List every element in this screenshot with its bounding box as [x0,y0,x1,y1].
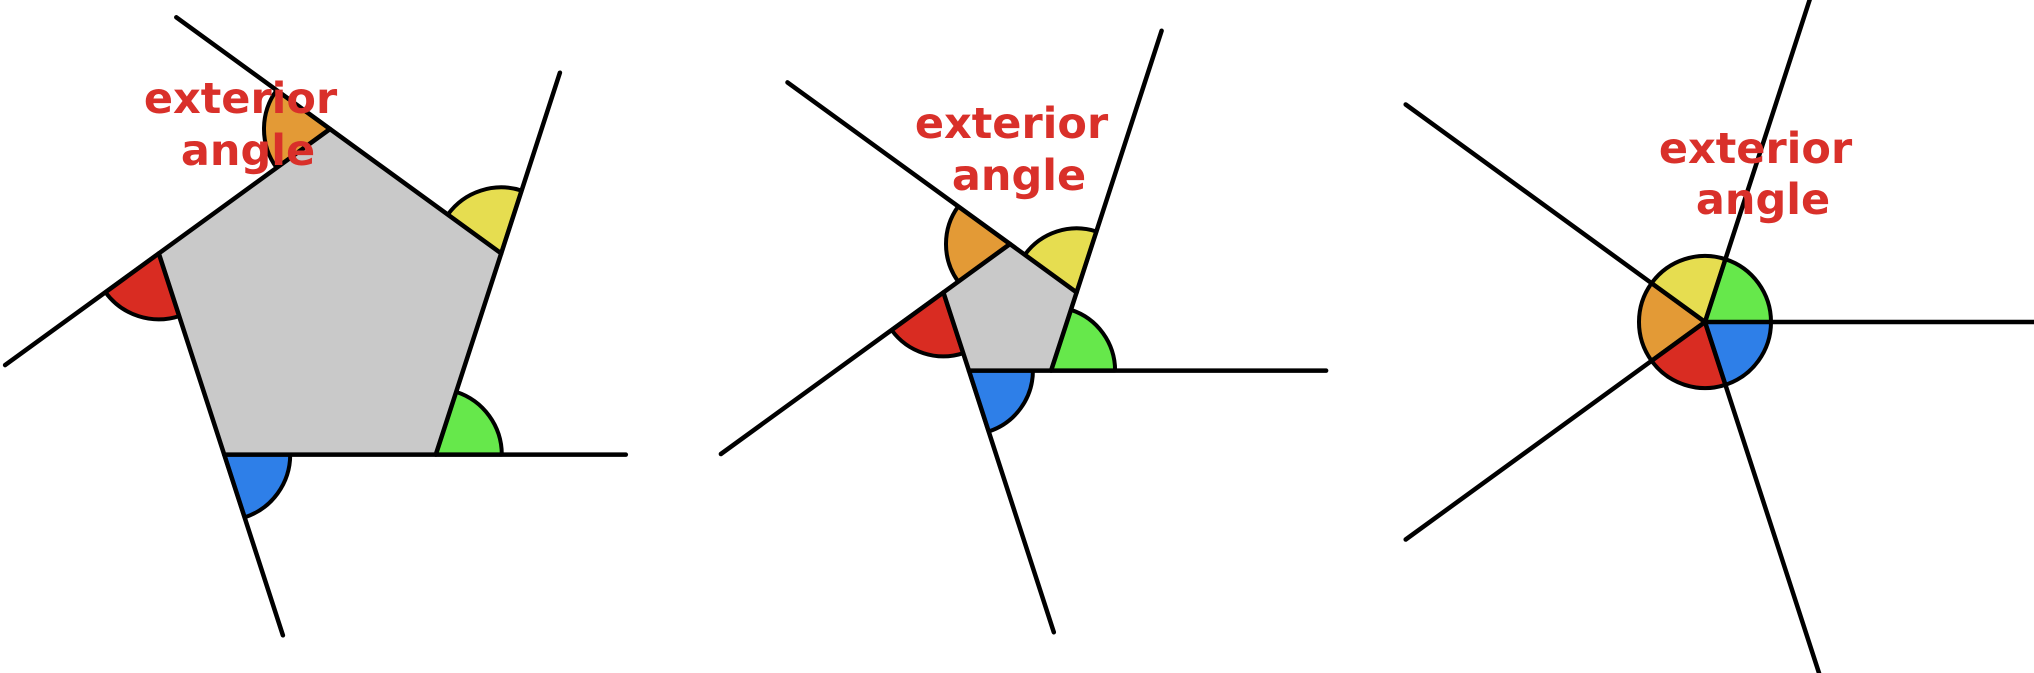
side-extension-line-1 [785,80,1013,247]
angle-construction [718,28,1329,635]
side-extension-line-3 [1702,319,1822,673]
exterior-angle-wedge-2 [1649,320,1728,391]
exterior-angle-wedge-2 [889,290,966,359]
side-extension-line-1 [174,15,333,132]
side-extension-line-5 [498,70,563,256]
panel-collapsed-point: exterior angle [1403,0,2034,673]
exterior-angle-wedge-5 [445,185,524,256]
angle-construction [2,15,629,638]
label-line-angle: angle [181,126,315,176]
label-line-exterior: exterior [144,74,338,124]
side-extension-line-5 [1074,28,1164,295]
label-line-exterior: exterior [915,99,1109,149]
side-extension-line-2 [1403,319,1708,542]
side-extension-line-5 [1702,0,1812,325]
exterior-angle-wedge-5 [1022,226,1099,295]
label-line-exterior: exterior [1659,124,1853,174]
side-extension-line-2 [2,251,162,368]
label-line-angle: angle [1696,175,1830,225]
panel-medium-pentagon: exterior angle [718,28,1329,635]
exterior-angle-wedge-5 [1649,253,1728,324]
angle-construction [1403,0,2034,673]
side-extension-line-1 [1403,102,1708,325]
side-extension-line-2 [718,290,946,457]
exterior-angle-wedge-1 [262,88,332,170]
exterior-angle-wedge-1 [944,204,1012,284]
exterior-angle-label: exterior angle [144,74,352,176]
label-line-angle: angle [952,151,1086,201]
exterior-angle-label: exterior angle [1659,124,1867,225]
exterior-angle-label: exterior angle [915,99,1123,201]
side-extension-line-3 [221,452,286,638]
exterior-angle-wedge-2 [103,251,182,322]
side-extension-line-3 [966,368,1057,635]
pentagon [156,126,504,457]
exterior-angle-wedge-1 [1637,281,1707,363]
panel-large-pentagon: exterior angle [2,15,629,638]
pentagon [941,241,1079,373]
